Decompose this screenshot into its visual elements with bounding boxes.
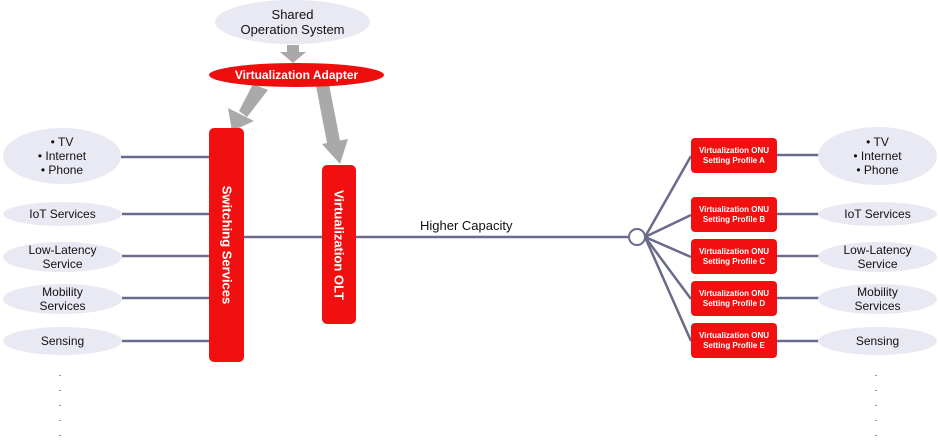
right-service-line: • Internet bbox=[853, 149, 902, 163]
onu-profile-a: Virtualization ONU Setting Profile A bbox=[691, 138, 777, 173]
left-service-line: Services bbox=[39, 299, 86, 313]
dot: · bbox=[874, 385, 878, 396]
left-service-sensing: Sensing bbox=[3, 327, 122, 355]
splitter-fanout-wires bbox=[643, 155, 693, 342]
onu-profile-line: Virtualization ONU bbox=[698, 204, 770, 214]
left-service-line: Low-Latency bbox=[28, 243, 97, 257]
arrow-adapter-to-olt bbox=[316, 84, 348, 164]
optical-splitter-icon bbox=[628, 228, 646, 246]
left-continuation-dots: · · · · · bbox=[57, 370, 63, 440]
left-service-wires bbox=[121, 155, 210, 343]
onu-profile-b: Virtualization ONU Setting Profile B bbox=[691, 197, 777, 232]
left-service-line: • Internet bbox=[37, 149, 87, 163]
dot: · bbox=[58, 370, 62, 381]
left-service-low-latency: Low-Latency Service bbox=[3, 242, 122, 272]
right-service-line: Services bbox=[854, 299, 901, 313]
right-service-mobility: Mobility Services bbox=[818, 284, 937, 314]
left-service-line: • TV bbox=[50, 135, 74, 149]
right-service-line: Mobility bbox=[857, 285, 898, 299]
onu-profile-line: Setting Profile E bbox=[703, 340, 765, 350]
arrow-adapter-to-switching bbox=[228, 84, 268, 131]
onu-profile-d: Virtualization ONU Setting Profile D bbox=[691, 281, 777, 316]
dot: · bbox=[58, 385, 62, 396]
virtualization-adapter: Virtualization Adapter bbox=[209, 63, 384, 87]
left-service-line: Service bbox=[42, 257, 83, 271]
switching-services-label: Switching Services bbox=[219, 185, 234, 305]
onu-profile-line: Virtualization ONU bbox=[698, 330, 770, 340]
switching-services-box: Switching Services bbox=[209, 128, 244, 362]
higher-capacity-label: Higher Capacity bbox=[420, 218, 513, 233]
onu-profile-c: Virtualization ONU Setting Profile C bbox=[691, 239, 777, 274]
dot: · bbox=[58, 415, 62, 426]
left-service-line: • Phone bbox=[40, 163, 84, 177]
left-service-line: Sensing bbox=[40, 334, 85, 348]
right-continuation-dots: · · · · · bbox=[873, 370, 879, 440]
onu-profile-line: Virtualization ONU bbox=[698, 145, 770, 155]
right-service-line: Service bbox=[857, 257, 898, 271]
dot: · bbox=[874, 400, 878, 411]
onu-profile-line: Virtualization ONU bbox=[698, 288, 770, 298]
left-service-line: IoT Services bbox=[29, 207, 96, 221]
left-service-line: Mobility bbox=[42, 285, 83, 299]
right-service-iot: IoT Services bbox=[818, 202, 937, 226]
dot: · bbox=[874, 370, 878, 381]
onu-profile-line: Setting Profile B bbox=[702, 214, 766, 224]
right-service-tv-internet-phone: • TV • Internet • Phone bbox=[818, 127, 937, 185]
left-service-mobility: Mobility Services bbox=[3, 284, 122, 314]
arrow-os-to-adapter bbox=[280, 45, 306, 63]
dot: · bbox=[58, 400, 62, 411]
right-service-line: IoT Services bbox=[844, 207, 911, 221]
dot: · bbox=[874, 430, 878, 440]
right-service-wires bbox=[777, 153, 820, 343]
right-service-line: Sensing bbox=[855, 334, 900, 348]
right-service-low-latency: Low-Latency Service bbox=[818, 242, 937, 272]
right-service-line: • Phone bbox=[856, 163, 899, 177]
virtualization-olt-box: Virtualization OLT bbox=[322, 165, 356, 324]
onu-profile-line: Setting Profile A bbox=[703, 155, 765, 165]
dot: · bbox=[58, 430, 62, 440]
onu-profile-line: Setting Profile D bbox=[702, 298, 766, 308]
dot: · bbox=[874, 415, 878, 426]
shared-os-ellipse: Shared Operation System bbox=[215, 0, 370, 44]
onu-profile-e: Virtualization ONU Setting Profile E bbox=[691, 323, 777, 358]
right-service-line: • TV bbox=[866, 135, 889, 149]
left-service-iot: IoT Services bbox=[3, 202, 122, 226]
virtualization-olt-label: Virtualization OLT bbox=[331, 189, 347, 300]
right-service-line: Low-Latency bbox=[843, 243, 912, 257]
shared-os-line-1: Shared bbox=[271, 7, 314, 22]
onu-profile-line: Virtualization ONU bbox=[698, 246, 770, 256]
left-service-tv-internet-phone: • TV • Internet • Phone bbox=[3, 128, 121, 184]
virtualization-adapter-label: Virtualization Adapter bbox=[234, 68, 359, 82]
right-service-sensing: Sensing bbox=[818, 327, 937, 355]
shared-os-line-2: Operation System bbox=[240, 22, 345, 37]
onu-profile-line: Setting Profile C bbox=[702, 256, 766, 266]
